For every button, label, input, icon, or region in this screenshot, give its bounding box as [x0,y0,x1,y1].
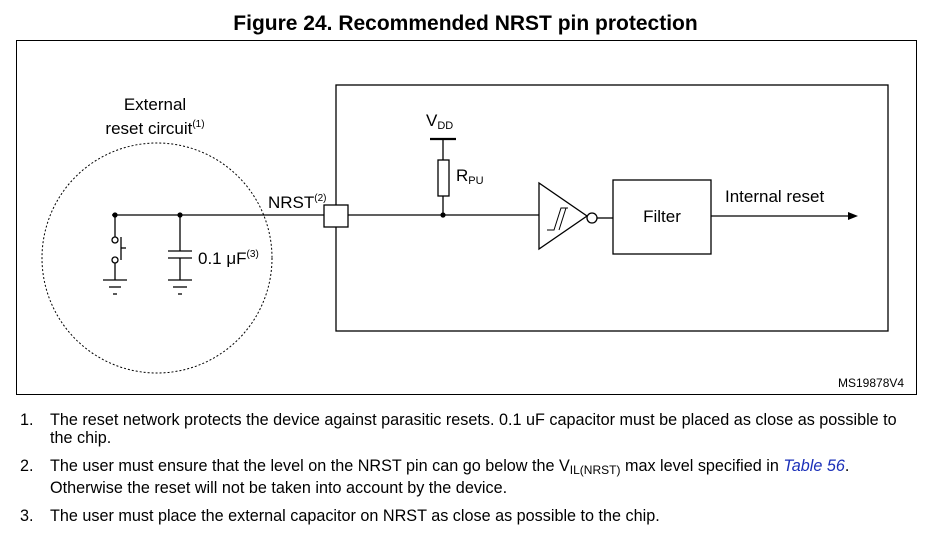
rpu-label: RPU [456,166,484,187]
junction-dot [440,212,446,218]
nrst-circuit-diagram [41,84,889,374]
nrst-pin-pad [323,204,349,228]
note-item: 3. The user must place the external capa… [20,507,660,525]
note-item: 2. The user must ensure that the level o… [20,457,850,497]
capacitor-label: 0.1 μF(3) [198,249,259,268]
figure-frame [16,40,917,395]
filter-block [612,179,712,255]
arrow-head [848,212,858,220]
switch-ground-symbol [103,279,127,295]
junction-dot [177,212,183,218]
notes-list: 1. The reset network protects the device… [16,411,916,535]
vdd-label: VDD [426,111,454,132]
figure-title: Figure 24. Recommended NRST pin protecti… [233,12,698,35]
table-56-link[interactable]: Table 56 [783,457,845,475]
external-circuit-label: External reset circuit(1) [105,95,205,138]
junction-dot [112,212,118,218]
internal-reset-label: Internal reset [725,187,825,206]
note-item: 1. The reset network protects the device… [20,411,897,447]
device-boundary [335,84,889,332]
reset-switch [111,215,126,280]
figure-code: MS19878V4 [838,376,905,390]
nrst-pin-label: NRST(2) [268,193,327,212]
external-circuit-boundary [41,142,273,374]
capacitor-symbol [168,215,192,280]
pull-up-resistor [437,159,450,197]
filter-label: Filter [643,207,681,226]
inverter-bubble [586,212,598,224]
capacitor-ground-symbol [168,279,192,295]
schmitt-hysteresis-mark [547,207,568,231]
